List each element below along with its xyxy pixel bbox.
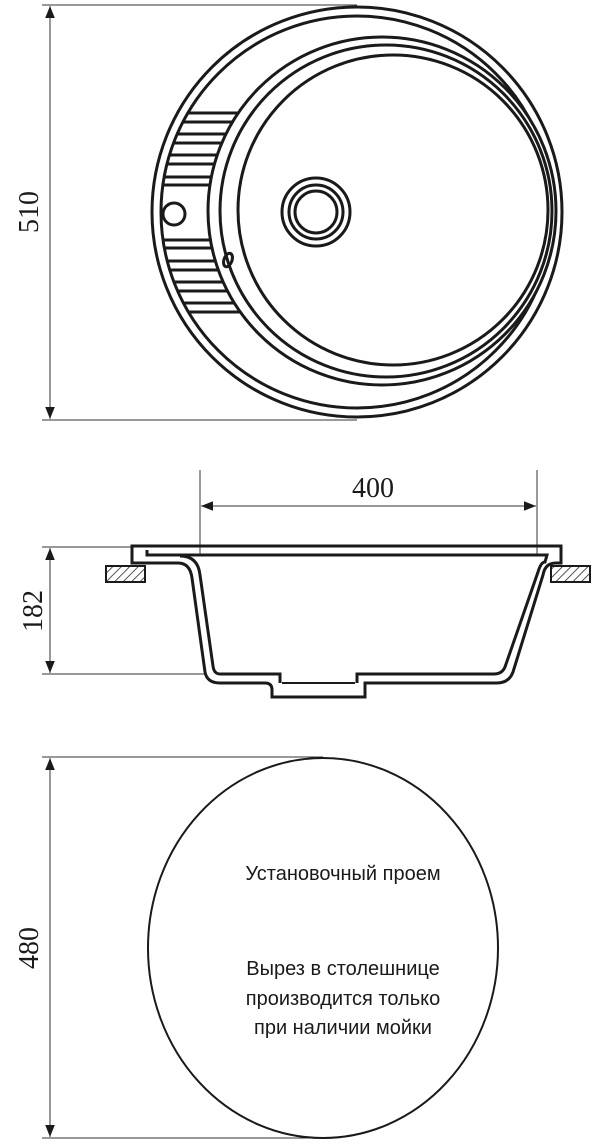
countertop-left — [105, 565, 146, 583]
drain-outer — [280, 176, 352, 248]
dimension-label-182: 182 — [18, 590, 49, 632]
sink-profile-outer — [130, 544, 563, 699]
sink-profile-inner — [145, 550, 549, 683]
bowl-rim — [206, 35, 558, 387]
cutout-note-line-1: Вырез в столешнице — [246, 958, 439, 980]
overflow-icon — [222, 251, 234, 269]
dimension-label-480: 480 — [14, 927, 45, 969]
drain-ring — [287, 183, 345, 241]
cutout-note-line-2: производится только — [246, 988, 440, 1010]
cutout-title: Установочный проем — [245, 863, 440, 885]
cutout-outline — [147, 757, 499, 1139]
drain-icon — [293, 189, 339, 235]
faucet-hole-icon — [161, 201, 187, 227]
top-view: 510 — [14, 4, 564, 421]
dimension-label-510: 510 — [14, 191, 45, 233]
cutout-view: 480 Установочный проем Вырез в столешниц… — [14, 756, 499, 1139]
bowl — [236, 53, 550, 367]
bowl-rim-inner — [218, 43, 554, 379]
countertop-right — [550, 565, 591, 583]
cutout-note-line-3: при наличии мойки — [254, 1017, 432, 1039]
section-view: 400 182 — [18, 470, 591, 699]
sink-outer-rim — [150, 5, 564, 419]
dimension-label-400: 400 — [352, 473, 394, 504]
